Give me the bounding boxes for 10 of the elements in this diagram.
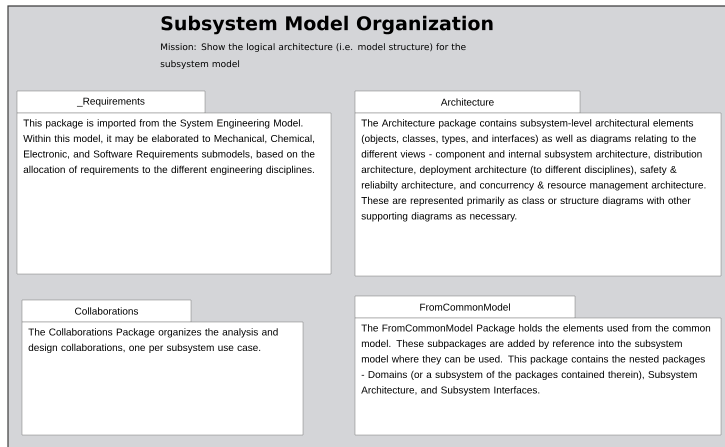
node-label: Architecture — [440, 98, 494, 106]
diagram-title: Subsystem Model Organization — [162, 16, 493, 34]
node-label: FromCommonModel — [420, 303, 510, 311]
package-box: _Requirements This package is imported from the System Engineering Model. Within this model, it may be elaborated to Mechanical, Chemical, Electronic, and Software Requirements submodels, based on the allocation of requirements to the different engineering disciplines. — [16, 90, 332, 274]
node-label: Collaborations — [75, 307, 138, 315]
package-box: Collaborations The Collaborations Package organizes the analysis and design collaborations, one per subsystem use case. — [22, 300, 304, 436]
package-box: Architecture The Architecture package contains subsystem-level architectural elements (objects, classes, types, and interfaces) as well as diagrams relating to the different views - component and internal subsystem architecture, distribution architecture, deployment architecture (to different disciplines), safety & reliabilty architecture, and concurrency & resource management architecture. These are represented primarily as class or structure diagrams with other supporting diagrams as necessary. — [354, 90, 722, 276]
node-label: _Requirements — [76, 97, 145, 107]
label: Mission: Show the logical architecture (i.e. model structure) for the subsystem model — [160, 43, 466, 69]
package-box: FromCommonModel The FromCommonModel Package holds the elements used from the common model. These subpackages are added by reference into the subsystem model where they can be used. This package contains the nested packages - Domains (or a subsystem of the packages contained therein), Subsystem Architecture, and Subsystem Interfaces. — [354, 296, 722, 436]
